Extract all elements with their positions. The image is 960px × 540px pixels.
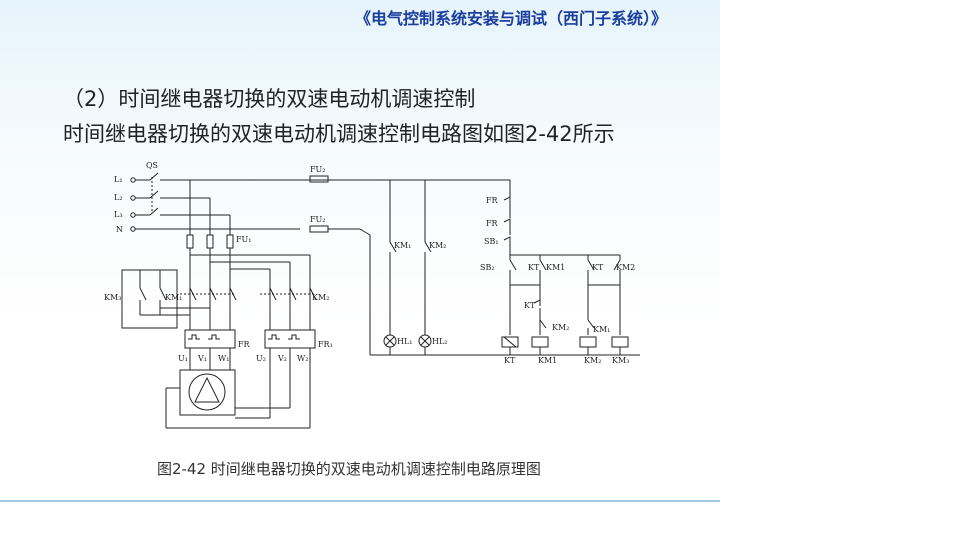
blank-area	[720, 0, 960, 540]
label-hl1: HL₁	[397, 337, 413, 346]
footer-divider	[0, 500, 720, 502]
label-fu2-mid: FU₂	[310, 215, 326, 224]
label-fr-c2: FR	[486, 219, 499, 228]
label-fr-c1: FR	[486, 196, 499, 205]
label-w2: W₂	[297, 354, 308, 363]
label-fr1-right: FR₁	[318, 340, 333, 349]
km3-star-contacts	[121, 269, 210, 329]
motor	[165, 360, 311, 429]
km2-main-contacts	[260, 287, 317, 301]
label-qs: QS	[146, 161, 158, 170]
label-n: N	[116, 225, 123, 234]
label-kt-contact-2: KT	[592, 263, 604, 272]
label-w1: W₁	[218, 354, 229, 363]
label-fr-left: FR	[238, 340, 251, 349]
label-v1: V₁	[197, 354, 207, 363]
fr-thermal-relays	[184, 329, 316, 418]
label-sb1: SB₁	[484, 237, 499, 246]
label-km2-aux: KM₂	[429, 241, 446, 250]
label-coil-km3: KM₃	[612, 356, 629, 365]
power-lines	[130, 172, 640, 356]
slide	[0, 0, 720, 540]
label-km2-interlock: KM₂	[552, 323, 569, 332]
label-coil-km2: KM₂	[584, 356, 601, 365]
label-kt-contact-3: KT	[524, 301, 536, 310]
label-u2: U₂	[256, 354, 266, 363]
label-u1: U₁	[178, 354, 188, 363]
circuit-diagram: QS L₁ L₂ L₃ N FU₂ FU₂ FU₁ KM₃ KM₁ KM₂ FR…	[104, 161, 640, 429]
label-sb2: SB₂	[480, 263, 495, 272]
label-fu2-top: FU₂	[310, 165, 326, 174]
lamp-branches	[383, 180, 432, 355]
label-km3-main: KM₃	[104, 293, 121, 302]
diagram-labels: QS L₁ L₂ L₃ N FU₂ FU₂ FU₁ KM₃ KM₁ KM₂ FR…	[104, 161, 635, 365]
label-km1-main: KM₁	[165, 293, 182, 302]
control-circuit	[501, 190, 629, 355]
label-coil-kt: KT	[504, 356, 516, 365]
label-km2-contact: KM2	[616, 263, 635, 272]
label-l2: L₂	[114, 193, 123, 202]
label-v2: V₂	[277, 354, 287, 363]
label-km1-contact: KM1	[546, 263, 565, 272]
label-kt-contact: KT	[528, 263, 540, 272]
body-paragraph: 时间继电器切换的双速电动机调速控制电路图如图2-42所示	[63, 122, 615, 146]
label-km1-interlock: KM₁	[593, 325, 610, 334]
km1-main-contacts	[180, 287, 237, 301]
course-title: 《电气控制系统安装与调试（西门子系统）》	[355, 9, 668, 28]
fu1-fuses	[186, 234, 311, 330]
label-fu1: FU₁	[236, 235, 252, 244]
label-coil-km1: KM1	[538, 356, 557, 365]
label-km1-aux: KM₁	[394, 241, 411, 250]
label-l1: L₁	[114, 175, 123, 184]
section-heading: （2）时间继电器切换的双速电动机调速控制	[63, 87, 476, 111]
label-hl2: HL₂	[432, 337, 448, 346]
label-km2-main: KM₂	[312, 293, 329, 302]
label-l3: L₃	[114, 210, 123, 219]
figure-caption: 图2-42 时间继电器切换的双速电动机调速控制电路原理图	[157, 460, 541, 478]
